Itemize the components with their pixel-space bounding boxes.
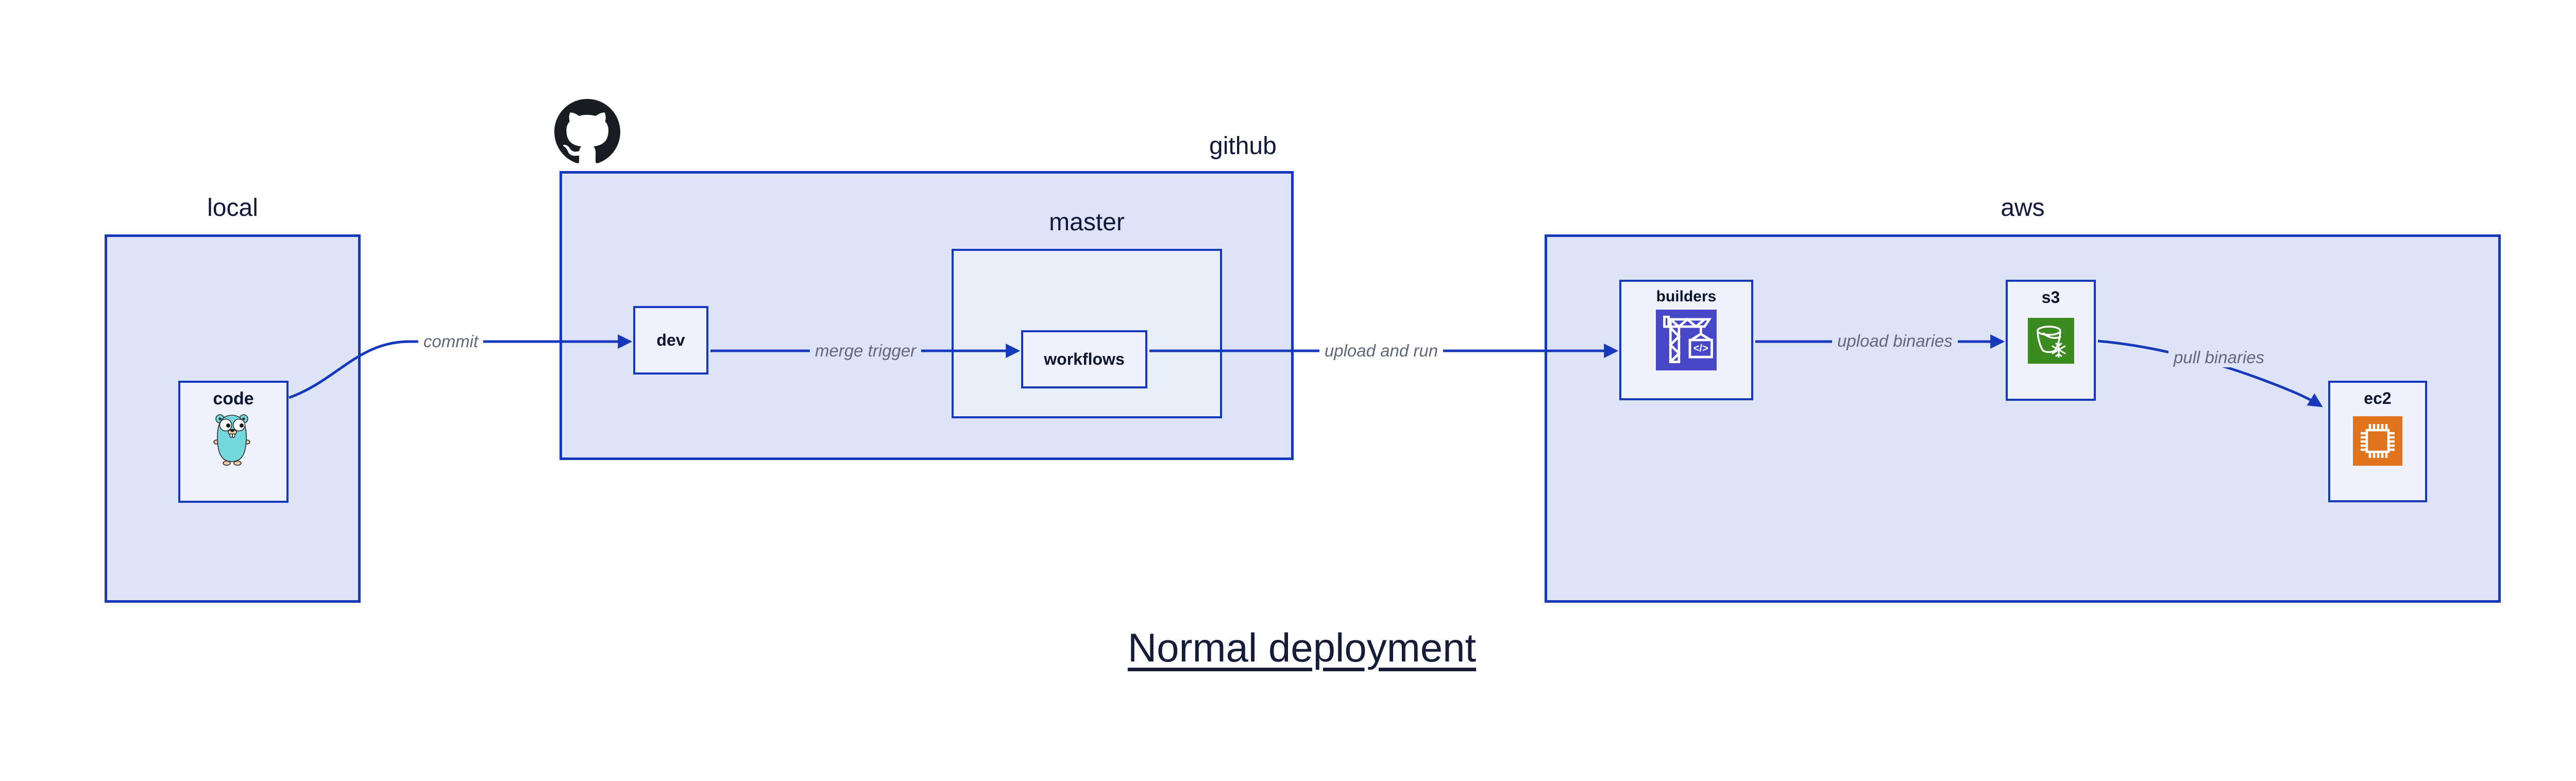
merge-trigger-edge-label: merge trigger: [809, 341, 922, 361]
ec2-node-label: ec2: [2364, 389, 2392, 408]
local-container-label: local: [207, 194, 258, 222]
dev-node-label: dev: [656, 331, 685, 349]
code-brackets-glyph: </>: [1693, 343, 1708, 354]
upload-binaries-edge-label: upload binaries: [1832, 331, 1958, 351]
dev-node-box: dev: [633, 306, 708, 375]
upload-and-run-edge-label: upload and run: [1319, 341, 1444, 361]
codebuild-crane-icon: </>: [1656, 310, 1717, 370]
builders-node-label: builders: [1656, 288, 1717, 305]
commit-edge-label: commit: [418, 332, 484, 351]
code-node-label: code: [213, 389, 254, 409]
aws-container-label: aws: [2001, 194, 2045, 222]
s3-glacier-bucket-icon: [2028, 318, 2074, 364]
github-container-label: github: [1209, 132, 1277, 160]
ec2-chip-icon: [2353, 416, 2402, 466]
workflows-node-box: workflows: [1021, 330, 1147, 388]
s3-node-label: s3: [2041, 288, 2060, 307]
pull-binaries-edge-label: pull binaries: [2168, 348, 2270, 367]
go-gopher-icon: [213, 414, 250, 466]
diagram-title: Normal deployment: [1127, 625, 1477, 670]
workflows-node-label: workflows: [1044, 350, 1125, 368]
master-container-label: master: [1049, 209, 1125, 236]
github-octocat-icon: [554, 99, 620, 163]
